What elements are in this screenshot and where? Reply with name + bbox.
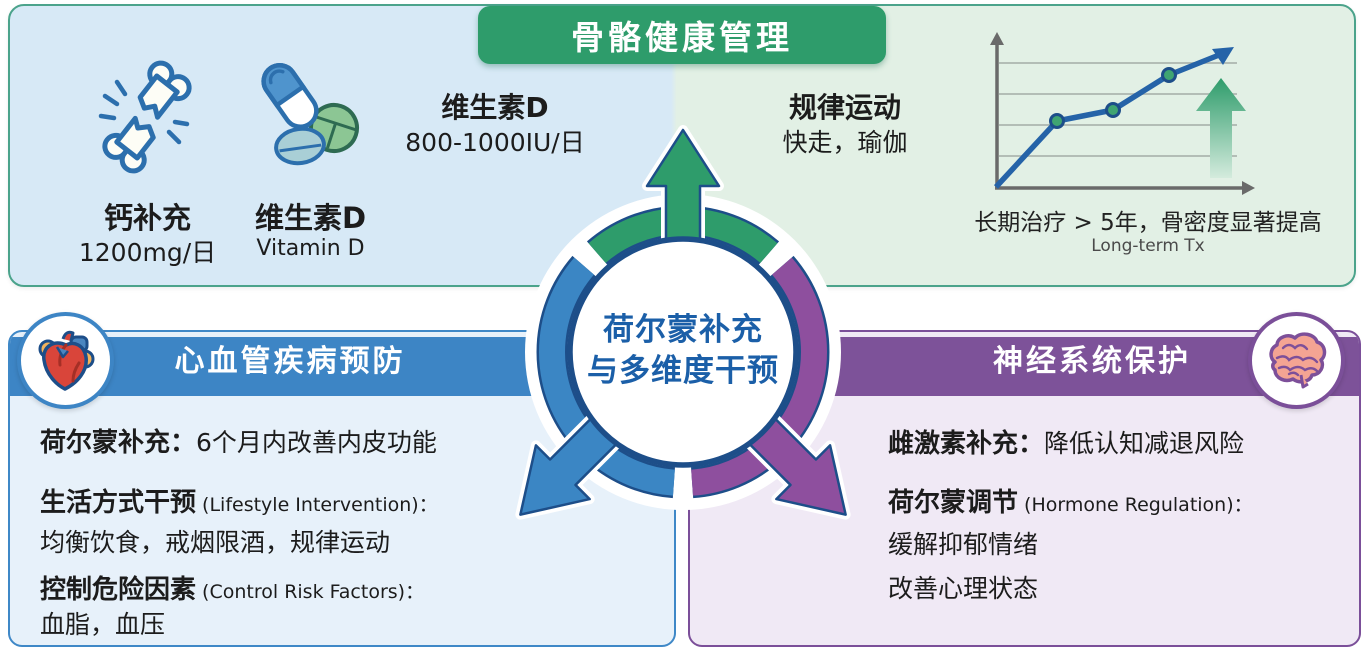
heart-icon bbox=[17, 312, 114, 409]
hub-title: 荷尔蒙补充 与多维度干预 bbox=[533, 310, 833, 392]
cardio-line4: 控制危险因素 (Control Risk Factors)： bbox=[40, 575, 425, 605]
cardio-line3: 均衡饮食，戒烟限酒，规律运动 bbox=[40, 528, 391, 557]
chart-caption: 长期治疗 > 5年，骨密度显著提高 bbox=[974, 210, 1322, 236]
neuro-line1: 雌激素补充：降低认知减退风险 bbox=[888, 429, 1245, 459]
neuro-line4: 改善心理状态 bbox=[888, 574, 1039, 603]
neuro-line3: 缓解抑郁情绪 bbox=[888, 530, 1039, 559]
pills-icon bbox=[248, 62, 374, 180]
hub-diagram bbox=[453, 122, 913, 582]
vitamin-d-dose-label: 维生素D bbox=[441, 91, 549, 124]
calcium-label: 钙补充 bbox=[103, 201, 191, 235]
cardio-title: 心血管疾病预防 bbox=[174, 344, 406, 379]
exercise-detail: 快走，瑜伽 bbox=[782, 128, 908, 157]
vitamin-d-pills-sub: Vitamin D bbox=[256, 236, 365, 261]
cardio-line5: 血脂，血压 bbox=[40, 610, 166, 639]
calcium-dose: 1200mg/日 bbox=[78, 238, 217, 267]
up-arrow-icon bbox=[1196, 78, 1246, 178]
hub-title-line1: 荷尔蒙补充 bbox=[603, 312, 763, 348]
cardio-line1: 荷尔蒙补充：6个月内改善内皮功能 bbox=[40, 428, 437, 458]
bone-density-trend-chart bbox=[985, 28, 1265, 200]
bone-health-header: 骨骼健康管理 bbox=[478, 6, 886, 64]
neuro-line2: 荷尔蒙调节 (Hormone Regulation)： bbox=[888, 488, 1253, 518]
broken-bone-icon bbox=[83, 58, 207, 186]
hub-arc-purple bbox=[771, 257, 827, 447]
hub-title-line2: 与多维度干预 bbox=[587, 353, 779, 389]
bone-health-title: 骨骼健康管理 bbox=[571, 18, 793, 57]
chart-caption-en: Long-term Tx bbox=[1091, 236, 1205, 256]
exercise-label: 规律运动 bbox=[788, 91, 901, 124]
cardio-line2: 生活方式干预 (Lifestyle Intervention)： bbox=[40, 488, 438, 518]
hub-inner-circle bbox=[567, 236, 799, 468]
vitamin-d-pills-label: 维生素D bbox=[254, 201, 367, 235]
vitamin-d-dose-value: 800-1000IU/日 bbox=[405, 128, 585, 157]
hub-arrow-up-icon bbox=[642, 125, 724, 302]
brain-icon bbox=[1248, 312, 1345, 409]
neuro-title: 神经系统保护 bbox=[993, 344, 1191, 379]
